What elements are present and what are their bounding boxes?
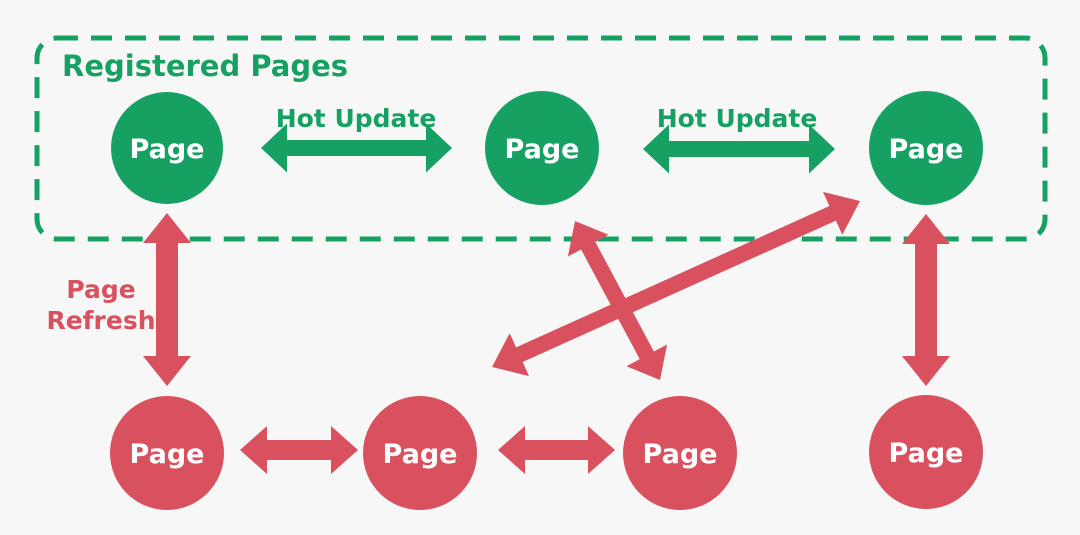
red-page-node-1: Page [110,396,224,510]
red-page-label-4: Page [889,438,964,469]
bottom-link-arrow-1 [240,426,358,474]
hot-update-arrow-1 [261,123,452,173]
green-page-node-3: Page [869,91,983,205]
page-refresh-arrow-left [143,213,191,386]
red-page-circle-2 [363,396,477,510]
hot-update-label-1: Hot Update [276,104,437,133]
green-page-node-2: Page [485,91,599,205]
red-page-label-1: Page [130,439,205,470]
red-page-node-4: Page [869,395,983,509]
green-page-label-1: Page [130,134,205,165]
red-page-node-3: Page [623,396,737,510]
red-page-label-3: Page [643,439,718,470]
cross-arrow-long [492,191,860,377]
page-refresh-label-line1: Page [66,275,135,304]
red-page-circle-3 [623,396,737,510]
green-page-circle-2 [485,91,599,205]
bottom-link-arrow-2 [498,426,615,474]
green-page-node-1: Page [111,92,223,204]
green-page-circle-3 [869,91,983,205]
red-page-node-2: Page [363,396,477,510]
page-refresh-label-line2: Refresh [46,306,155,335]
page-refresh-arrow-right [902,214,950,386]
registered-pages-box [34,35,1048,242]
hot-update-label-2: Hot Update [657,104,818,133]
cross-arrow-short [567,221,668,380]
green-page-circle-1 [111,92,223,204]
red-page-label-2: Page [383,439,458,470]
green-page-label-3: Page [889,134,964,165]
red-page-circle-1 [110,396,224,510]
green-page-label-2: Page [505,134,580,165]
hot-update-arrow-2 [643,124,835,174]
red-page-circle-4 [869,395,983,509]
registered-pages-title: Registered Pages [62,49,348,83]
